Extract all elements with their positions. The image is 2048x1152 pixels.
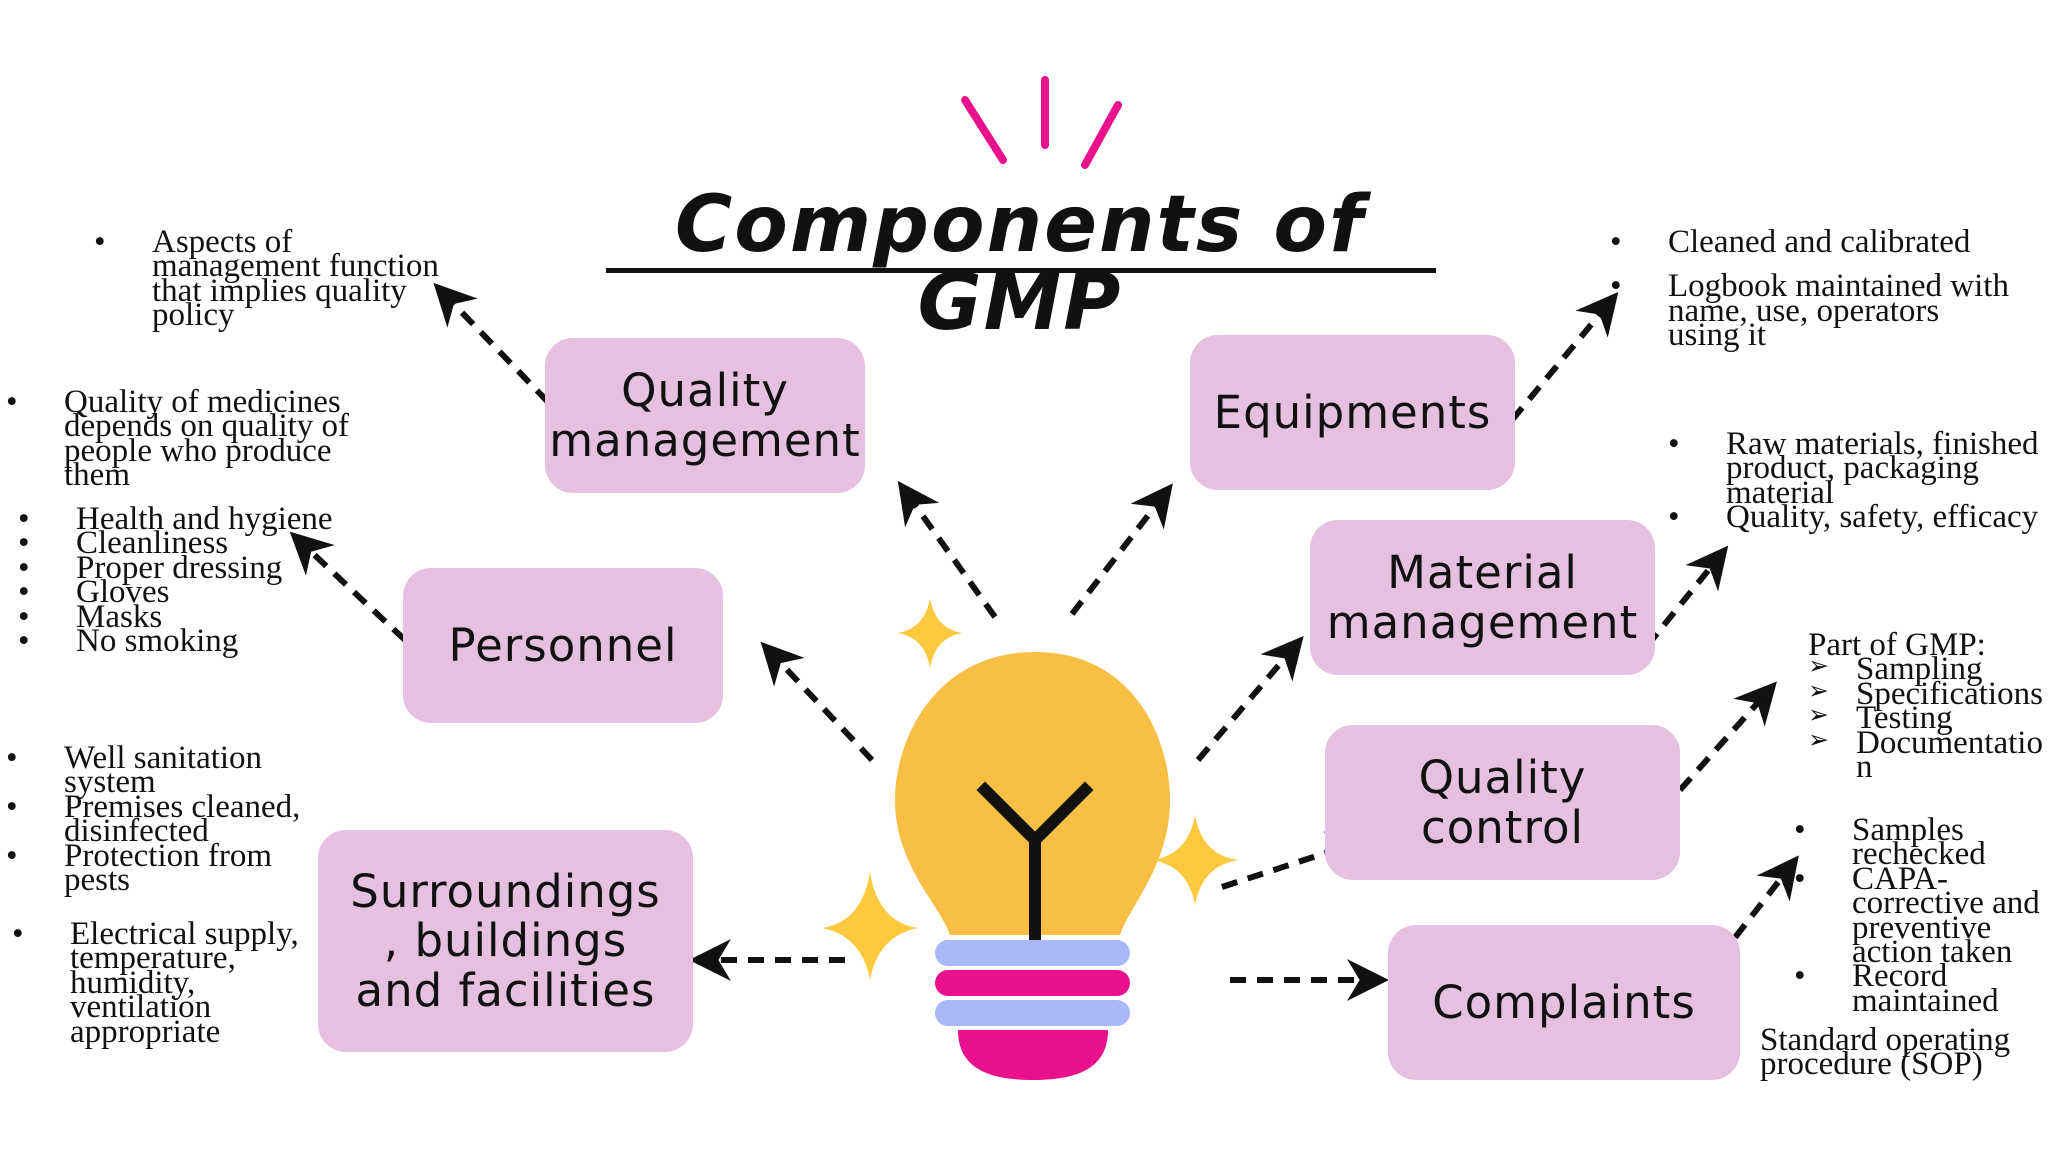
sparkle-icon (822, 598, 1238, 980)
list-item: Protection from pests (6, 839, 346, 896)
arrow-bulb-to-material (1195, 636, 1304, 762)
list-item: Well sanitation system (6, 742, 294, 799)
burst-lines-icon (961, 76, 1122, 169)
node-equipments: Equipments (1190, 335, 1515, 490)
arrow-to-quality-management-note (433, 282, 551, 405)
list-item: Raw materials, finished product, packagi… (1668, 427, 2043, 509)
note-material-management: Raw materials, finished product, packagi… (1668, 427, 2043, 534)
list-item: Cleaned and calibrated (1610, 225, 2010, 259)
arrow-to-qc-note (1677, 681, 1777, 792)
list-item: Gloves (18, 575, 338, 609)
arrow-bulb-to-equipments (1069, 483, 1173, 616)
list-item: Quality of medicines depends on quality … (6, 386, 366, 492)
list-item: Electrical supply, temperature, humidity… (12, 917, 332, 1048)
list-item: Premises cleaned, disinfected (6, 790, 334, 847)
arrow-to-equipments-note (1509, 291, 1619, 422)
list-item: No smoking (18, 624, 338, 658)
title-underline (606, 268, 1436, 273)
note-sop: Standard operating procedure (SOP) (1760, 1022, 2011, 1083)
node-complaints: Complaints (1388, 925, 1740, 1080)
list-item: CAPA- corrective and preventive action t… (1794, 862, 2044, 968)
node-quality-control: Quality control (1325, 725, 1680, 880)
note-quality-control: Part of GMP: Sampling Specifications Tes… (1808, 628, 2048, 783)
note-surroundings: Well sanitation system Premises cleaned,… (6, 742, 346, 897)
list-item: Proper dressing (18, 551, 338, 585)
list-item: Samples rechecked (1794, 814, 2044, 871)
note-equipments: Cleaned and calibrated Logbook maintaine… (1610, 225, 2010, 352)
list-item: Documentation (1808, 726, 2048, 783)
note-complaints: Samples rechecked CAPA- corrective and p… (1794, 814, 2044, 1018)
arrow-bulb-to-quality-management (897, 480, 998, 619)
node-quality-management: Quality management (545, 338, 865, 493)
list-item: Quality, safety, efficacy (1668, 500, 2043, 534)
note-quality-management: Aspects of management function that impl… (94, 226, 454, 332)
note-surroundings-extra: Electrical supply, temperature, humidity… (12, 917, 332, 1048)
arrow-to-complaints-note (1699, 855, 1799, 982)
arrow-bulb-to-personnel (760, 641, 875, 763)
list-item: Logbook maintained with name, use, opera… (1610, 270, 2010, 352)
list-item: Aspects of management function that impl… (94, 226, 454, 332)
lightbulb-icon (895, 652, 1170, 1080)
note-personnel: Health and hygiene Cleanliness Proper dr… (18, 502, 338, 658)
node-personnel: Personnel (403, 568, 723, 723)
arrow-to-material-note (1627, 545, 1729, 669)
node-material-management: Material management (1310, 520, 1655, 675)
list-item: Record maintained (1794, 960, 2044, 1017)
node-surroundings: Surroundings , buildings and facilities (318, 830, 693, 1052)
note-personnel-intro: Quality of medicines depends on quality … (6, 386, 366, 492)
page-title: Components of GMP (675, 180, 1365, 348)
